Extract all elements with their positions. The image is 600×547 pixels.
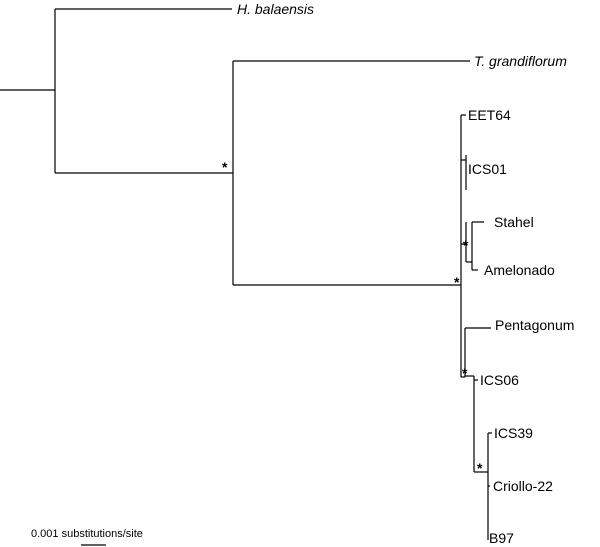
taxon-label-stahel: Stahel (494, 214, 534, 230)
support-markers: * * * * * (222, 159, 483, 476)
support-star-ingroup: * (222, 159, 228, 175)
support-star-stahel-amelonado: * (463, 237, 469, 253)
taxon-label-h-balaensis: H. balaensis (237, 1, 314, 17)
taxon-label-ics06: ICS06 (480, 372, 519, 388)
taxon-label-eet64: EET64 (468, 107, 511, 123)
support-star-ics39-clade: * (477, 460, 483, 476)
taxon-label-ics39: ICS39 (494, 425, 533, 441)
support-star-cacao-clade: * (454, 274, 460, 290)
taxon-label-criollo-22: Criollo-22 (493, 478, 553, 494)
taxon-label-ics01: ICS01 (468, 161, 507, 177)
taxon-labels: H. balaensis T. grandiflorum EET64 ICS01… (237, 1, 574, 546)
taxon-label-b97: B97 (489, 530, 514, 546)
tree-branches (0, 8, 492, 540)
support-star-criollo-clade: * (462, 365, 468, 381)
scale-bar: 0.001 substitutions/site (31, 528, 143, 546)
taxon-label-amelonado: Amelonado (484, 262, 555, 278)
taxon-label-t-grandiflorum: T. grandiflorum (474, 53, 567, 69)
scale-bar-label: 0.001 substitutions/site (31, 528, 143, 540)
taxon-label-pentagonum: Pentagonum (495, 317, 574, 333)
